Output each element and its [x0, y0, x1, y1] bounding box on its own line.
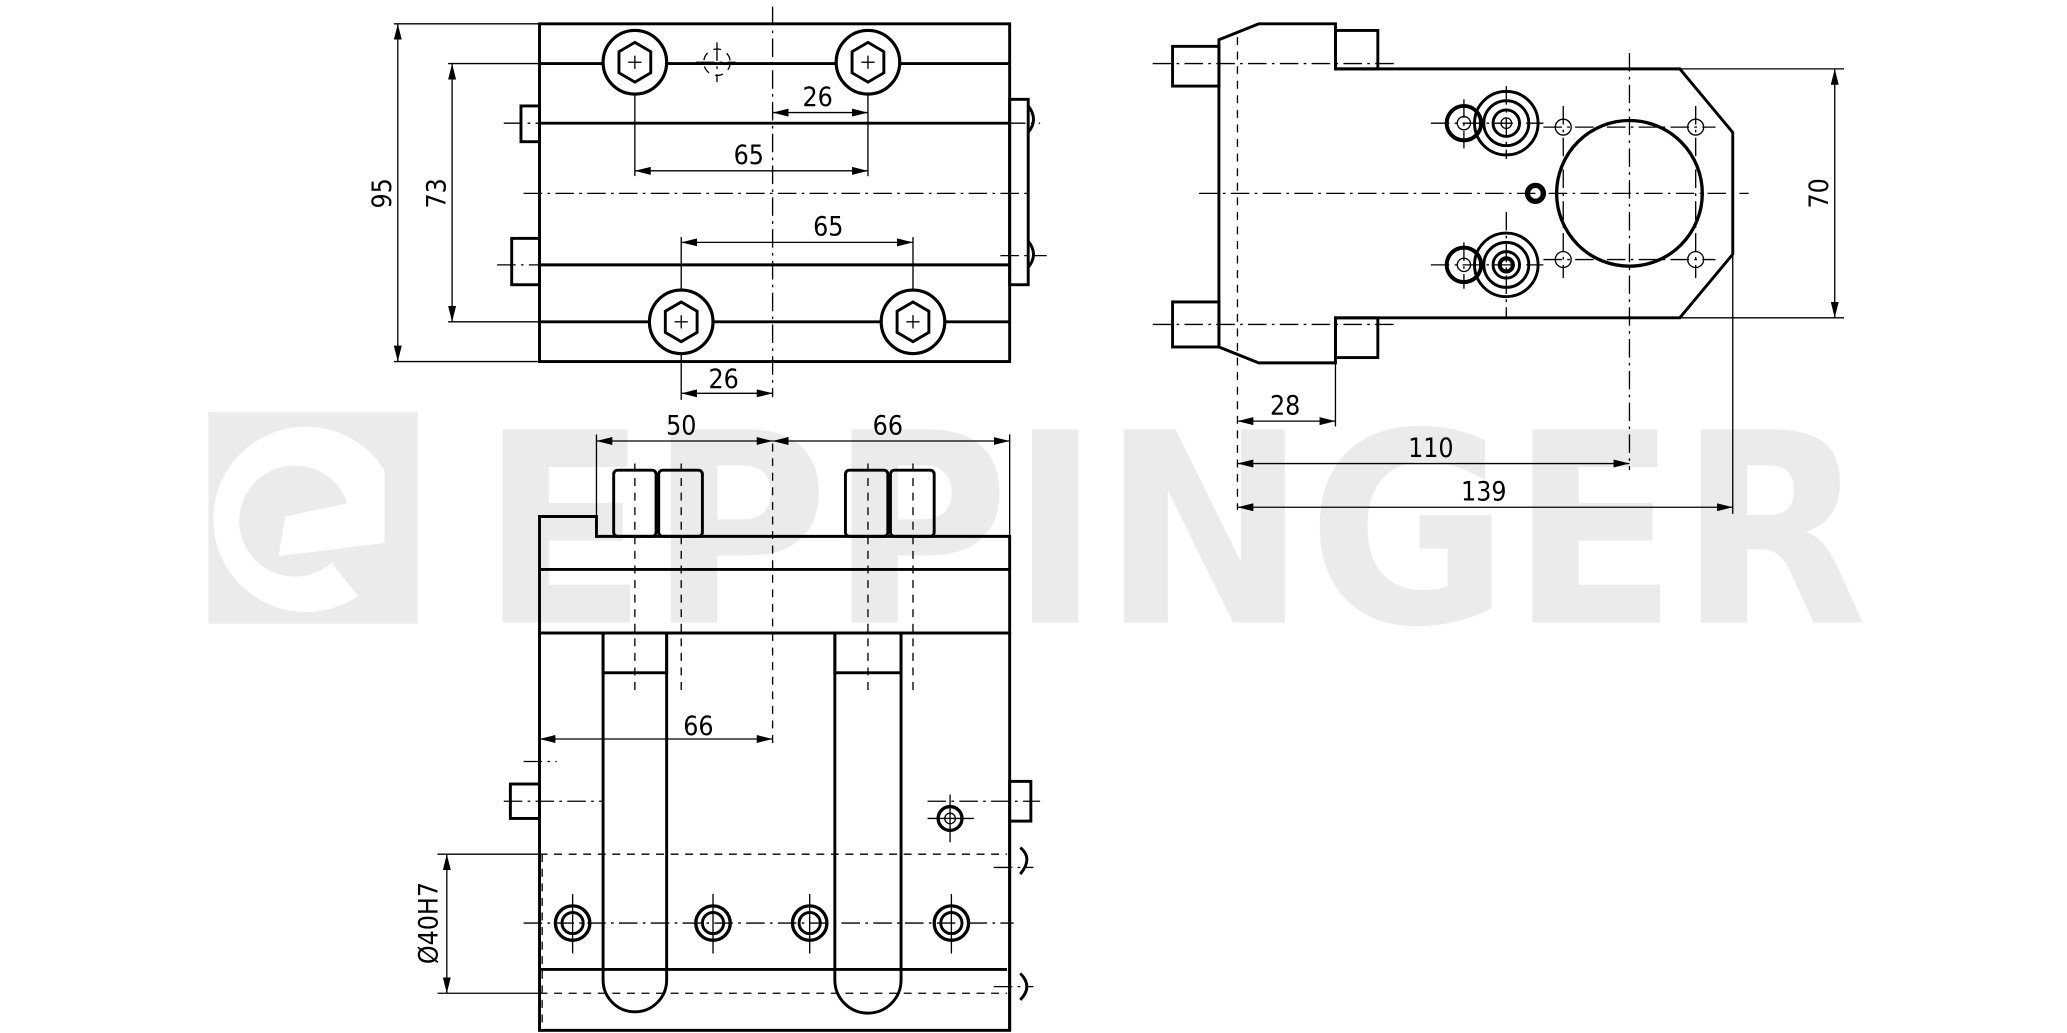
coax-fitting-lower-icon	[1430, 211, 1544, 318]
dim-50: 50	[666, 410, 696, 441]
bolt-icon	[879, 288, 947, 356]
watermark-logo-e-shape	[213, 426, 385, 612]
mount-holes	[1543, 105, 1716, 279]
pin-hole-icon	[1524, 182, 1547, 204]
coax-fitting-upper-icon	[1430, 86, 1544, 159]
dim-65-lower: 65	[813, 212, 843, 243]
screw-icon	[790, 893, 829, 954]
screw-icon	[694, 893, 732, 954]
bolt-icon	[601, 28, 669, 96]
screw-icon	[932, 893, 971, 954]
dim-65-upper: 65	[734, 140, 764, 171]
top-view: 95 73 26 65 65 26	[367, 6, 1047, 400]
dim-28: 28	[1270, 391, 1300, 422]
dim-bore-40h7: Ø40H7	[414, 882, 445, 964]
bolt-icon	[647, 288, 715, 356]
dim-73: 73	[421, 178, 452, 208]
eppinger-watermark: EPPINGER	[208, 377, 1868, 685]
dim-70: 70	[1804, 178, 1835, 208]
front-view: 50 66 66 Ø40H7	[414, 410, 1041, 1032]
bore-icon	[1554, 118, 1704, 268]
dim-110: 110	[1408, 433, 1453, 464]
dim-139: 139	[1461, 477, 1506, 508]
dim-66-lower: 66	[683, 711, 713, 742]
dim-95: 95	[367, 178, 398, 208]
side-view: 70 28 110 139	[1152, 22, 1845, 514]
dim-66-upper: 66	[873, 410, 903, 441]
screw-icon	[553, 893, 592, 954]
small-screw-icon	[927, 794, 974, 843]
dim-26-lower: 26	[708, 364, 738, 395]
dim-26-upper: 26	[802, 82, 832, 113]
bolt-icon	[834, 28, 902, 96]
